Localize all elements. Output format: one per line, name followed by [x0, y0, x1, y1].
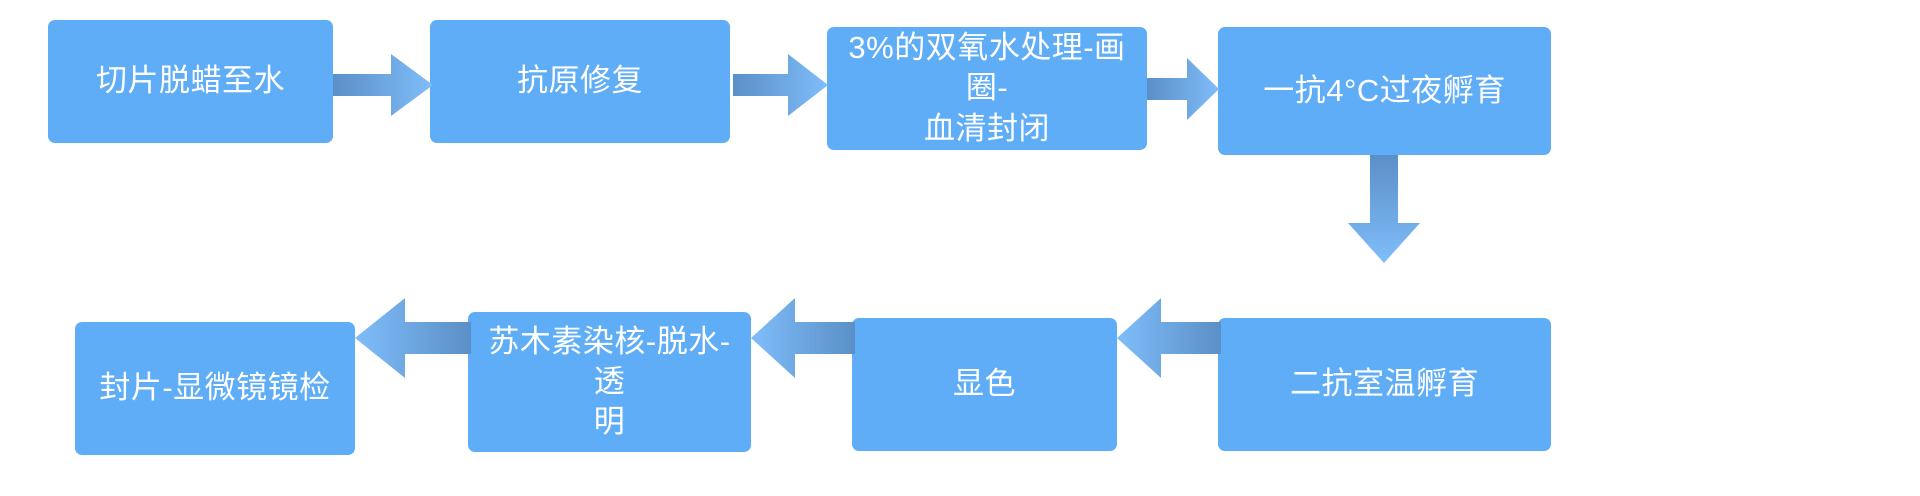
process-node-label: 苏木素染核-脱水-透 明 — [488, 323, 731, 440]
process-node-hematoxylin-dehydrate-clear[interactable]: 苏木素染核-脱水-透 明 — [468, 312, 751, 452]
process-node-label: 切片脱蜡至水 — [96, 63, 285, 99]
process-node-label: 一抗4°C过夜孵育 — [1263, 72, 1506, 108]
process-node-antigen-retrieval[interactable]: 抗原修复 — [430, 20, 730, 143]
arrow-right-icon — [733, 54, 828, 116]
process-node-label: 显色 — [953, 366, 1016, 402]
process-node-mount-microscopy[interactable]: 封片-显微镜镜检 — [75, 322, 355, 455]
process-node-color-development[interactable]: 显色 — [852, 318, 1117, 451]
arrow-right-icon — [333, 54, 433, 116]
process-node-peroxide-serum-block[interactable]: 3%的双氧水处理-画圈- 血清封闭 — [827, 27, 1147, 150]
process-node-slice-dewax[interactable]: 切片脱蜡至水 — [48, 20, 333, 143]
arrow-down-icon — [1348, 155, 1420, 263]
arrow-left-icon — [751, 292, 855, 384]
process-node-secondary-antibody[interactable]: 二抗室温孵育 — [1218, 318, 1551, 451]
process-node-label: 3%的双氧水处理-画圈- 血清封闭 — [848, 30, 1126, 146]
process-node-label: 抗原修复 — [517, 63, 643, 99]
process-node-primary-antibody[interactable]: 一抗4°C过夜孵育 — [1218, 27, 1551, 155]
arrow-left-icon — [1117, 292, 1221, 384]
process-node-label: 封片-显微镜镜检 — [99, 370, 331, 406]
arrow-right-icon — [1147, 58, 1219, 120]
arrow-left-icon — [355, 292, 471, 384]
process-node-label: 二抗室温孵育 — [1290, 366, 1479, 402]
